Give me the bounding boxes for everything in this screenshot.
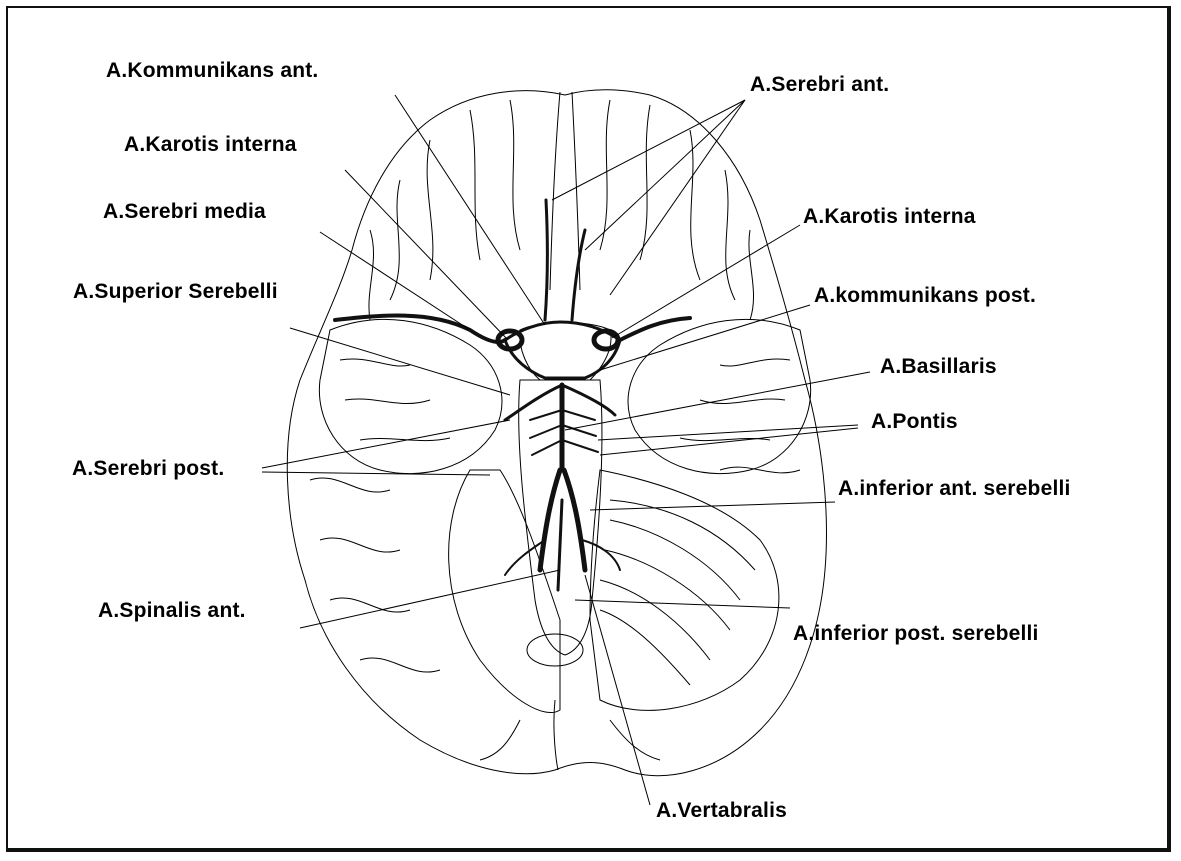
label-superior-serebelli: A.Superior Serebelli	[73, 281, 278, 302]
leader-vertabralis	[585, 575, 650, 805]
longitudinal-fissure	[550, 92, 560, 290]
brain-outline	[287, 90, 826, 776]
left-temporal-lobe	[319, 319, 502, 473]
leader-spinalis-ant	[300, 570, 560, 628]
gyri-left-frontal	[369, 100, 520, 320]
leader-inferior-post-serebelli	[575, 600, 790, 608]
vertebral-artery-right	[564, 470, 585, 570]
leader-serebri-post-1	[262, 420, 510, 468]
leader-basillaris	[565, 372, 870, 430]
label-serebri-media: A.Serebri media	[103, 201, 266, 222]
middle-cerebral-artery-left	[335, 316, 505, 342]
gyri-left-temporal	[310, 359, 450, 672]
label-vertabralis: A.Vertabralis	[656, 800, 787, 821]
anterior-cerebral-artery-left	[545, 200, 547, 320]
label-pontis: A.Pontis	[871, 411, 958, 432]
medulla-cross-section	[527, 634, 583, 666]
label-serebri-ant: A.Serebri ant.	[750, 74, 889, 95]
label-inferior-ant-serebelli: A.inferior ant. serebelli	[838, 478, 1071, 499]
label-karotis-interna-right: A.Karotis interna	[803, 206, 976, 227]
leader-karotis-interna-right	[612, 225, 800, 338]
label-kommunikans-post: A.kommunikans post.	[814, 285, 1036, 306]
gyri-right-temporal	[680, 359, 800, 473]
anterior-spinal-artery	[558, 500, 562, 590]
gyri-right-frontal	[600, 100, 754, 320]
label-karotis-interna-left: A.Karotis interna	[124, 134, 297, 155]
middle-cerebral-artery-right	[620, 318, 690, 340]
occipital-fissure	[480, 700, 660, 770]
leader-superior-serebelli	[290, 328, 510, 395]
right-temporal-lobe	[628, 319, 811, 473]
cerebellum-right	[590, 470, 779, 710]
cerebellum-folia	[600, 500, 755, 685]
leader-inferior-ant-serebelli	[590, 502, 835, 510]
leader-serebri-post-2	[262, 472, 490, 475]
label-basillaris: A.Basillaris	[880, 356, 997, 377]
label-spinalis-ant: A.Spinalis ant.	[98, 600, 246, 621]
leader-serebri-ant-3	[610, 100, 745, 295]
label-kommunikans-ant: A.Kommunikans ant.	[106, 60, 318, 81]
leader-serebri-ant-2	[585, 100, 745, 250]
leader-kommunikans-post	[600, 305, 810, 370]
inferior-cerebellar-branches	[505, 540, 620, 575]
label-serebri-post: A.Serebri post.	[72, 458, 224, 479]
label-inferior-post-serebelli: A.inferior post. serebelli	[793, 623, 1039, 644]
leader-kommunikans-ant	[395, 95, 545, 325]
vertebral-artery-left	[540, 470, 560, 570]
